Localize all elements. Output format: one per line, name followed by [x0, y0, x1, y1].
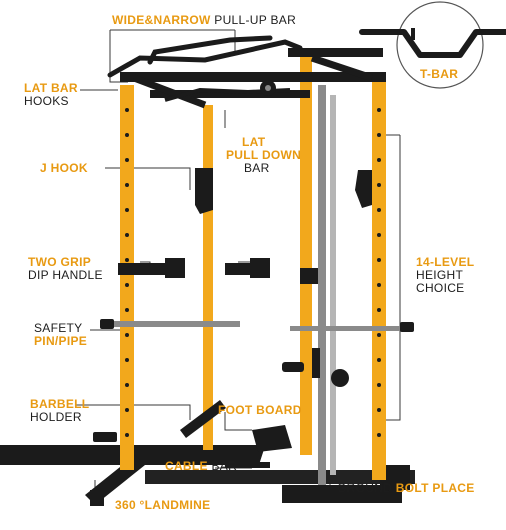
lat-pulldown-bar	[164, 80, 291, 102]
label-barbell-holder-line1: BARBELL	[30, 397, 90, 411]
cable-bar	[225, 462, 270, 468]
label-lat-pulldown-line2: PULL DOWN	[226, 148, 302, 162]
label-dip-handle-line2: DIP HANDLE	[28, 268, 103, 282]
label-ground-part2: BOLT PLACE	[395, 481, 475, 495]
label-barbell-holder: BARBELL HOLDER	[30, 398, 89, 424]
label-lat-pulldown-line3: BAR	[244, 161, 270, 175]
label-safety-line2: PIN/PIPE	[34, 334, 88, 348]
label-pullup-bar-part2: PULL-UP BAR	[210, 13, 297, 27]
t-bar-icon	[359, 1, 506, 89]
cable-guide-rod	[318, 85, 326, 485]
front-upright-left	[120, 85, 134, 470]
back-upright-left	[203, 105, 213, 450]
label-ground: GROUND BOLT PLACE	[337, 482, 475, 495]
pull-up-bar	[107, 35, 303, 78]
safety-pins	[100, 319, 414, 332]
label-tbar: T-BAR	[420, 68, 458, 81]
label-height-line1: 14-LEVEL	[416, 255, 475, 269]
back-upright-right	[300, 55, 312, 455]
label-height-line3: CHOICE	[416, 281, 465, 295]
label-safety: SAFETY PIN/PIPE	[34, 322, 87, 348]
label-landmine-text: 360 °LANDMINE	[115, 498, 211, 512]
label-barbell-holder-line2: HOLDER	[30, 410, 82, 424]
front-upright-right	[372, 80, 386, 480]
label-landmine: 360 °LANDMINE	[115, 499, 210, 512]
label-jhook-text: J HOOK	[40, 161, 88, 175]
label-lat-hooks-line1: LAT BAR	[24, 81, 78, 95]
label-pullup-bar-part1: WIDE&NARROW	[112, 13, 211, 27]
label-lat-hooks-line2: HOOKS	[24, 94, 69, 108]
label-foot-board-text: FOOT BOARD	[218, 403, 302, 417]
label-cable-bar-part1: CABLE	[165, 459, 208, 473]
label-dip-handle-line1: TWO GRIP	[28, 255, 92, 269]
plate-storage	[282, 348, 349, 387]
barbell-holder	[93, 400, 226, 442]
label-dip-handle: TWO GRIP DIP HANDLE	[28, 256, 103, 282]
top-frame	[120, 48, 386, 109]
label-lat-hooks: LAT BAR HOOKS	[24, 82, 78, 108]
label-lat-pulldown-line1: LAT	[242, 135, 266, 149]
j-hooks	[195, 168, 372, 214]
label-cable-bar-part2: BAR	[207, 459, 238, 473]
dip-handles	[118, 258, 318, 284]
label-cable-bar: CABLE BAR	[165, 460, 237, 473]
label-safety-line1: SAFETY	[34, 321, 83, 335]
label-jhook: J HOOK	[40, 162, 88, 175]
label-pullup-bar: WIDE&NARROW PULL-UP BAR	[112, 14, 296, 27]
label-tbar-text: T-BAR	[420, 67, 459, 81]
foot-board	[252, 425, 292, 452]
height-holes	[125, 108, 381, 437]
label-foot-board: FOOT BOARD	[218, 404, 302, 417]
label-height: 14-LEVEL HEIGHT CHOICE	[416, 256, 474, 295]
label-lat-pulldown: LAT PULL DOWN BAR	[226, 136, 301, 175]
label-ground-part1: GROUND	[337, 481, 396, 495]
label-height-line2: HEIGHT	[416, 268, 464, 282]
